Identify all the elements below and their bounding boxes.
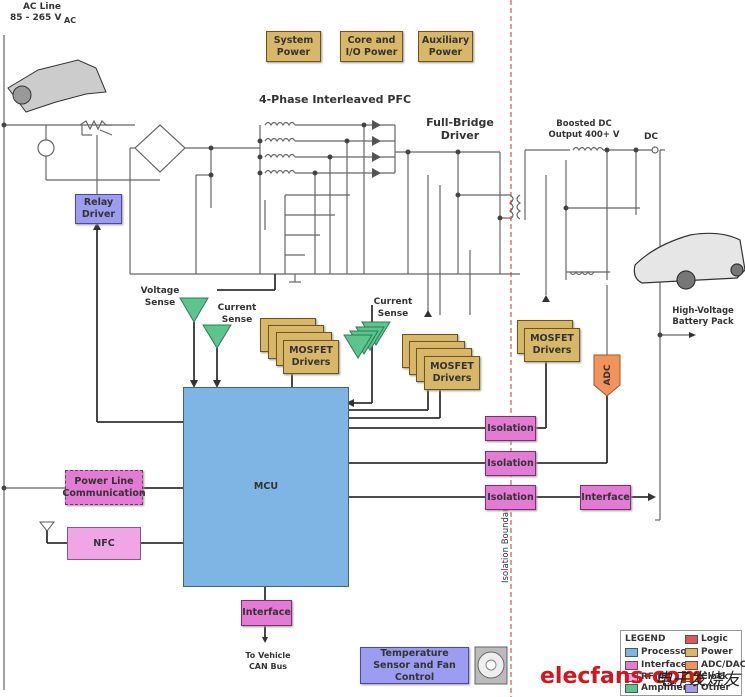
legend-title: LEGEND — [625, 634, 666, 644]
battery-label-1: High-Voltage — [672, 306, 734, 316]
isolation-block-3: Isolation — [485, 485, 536, 510]
current-sense-amplifier — [202, 324, 232, 349]
legend-label: Interface — [641, 660, 688, 670]
legend-label: Amplifier — [641, 683, 688, 693]
system-power-block: System Power — [266, 31, 321, 62]
mosfet-drivers-pfc: MOSFET Drivers — [283, 340, 339, 374]
ac-line-label: AC Line — [23, 2, 61, 12]
legend-item-clock: Clock — [685, 672, 728, 682]
pfc-title: 4-Phase Interleaved PFC — [259, 93, 411, 106]
legend-label: ADC/DAC — [701, 660, 745, 670]
legend: LEGEND Logic Processor Power Interface A… — [620, 630, 745, 696]
electric-car-icon — [633, 232, 745, 290]
ac-subscript: AC — [64, 16, 76, 25]
dc-label: DC — [644, 132, 658, 142]
ac-range-label: 85 - 265 V — [10, 13, 61, 23]
legend-item-other: Other — [685, 683, 730, 693]
current-sense-b-label-2: Sense — [378, 309, 408, 319]
mosfet-drivers-output: MOSFET Drivers — [524, 328, 580, 362]
auxiliary-power-block: Auxiliary Power — [418, 31, 473, 62]
can-bus-label-1: To Vehicle — [245, 651, 291, 660]
interface-block-right: Interface — [580, 485, 631, 510]
watermark-cn: 电子发烧友 — [655, 670, 740, 690]
power-line-communication-block: Power Line Communication — [62, 470, 146, 505]
battery-label-2: Battery Pack — [672, 317, 734, 327]
legend-item-amplifier: Amplifier — [625, 683, 687, 693]
legend-label: Power — [701, 647, 733, 657]
full-bridge-title-1: Full-Bridge — [426, 116, 494, 129]
interface-block-can: Interface — [241, 600, 292, 626]
isolation-block-1: Isolation — [485, 416, 536, 441]
boosted-label-2: Output 400+ V — [549, 130, 620, 140]
core-io-power-block: Core and I/O Power — [340, 31, 403, 62]
boosted-label-1: Boosted DC — [556, 119, 611, 129]
voltage-sense-label-2: Sense — [145, 298, 175, 308]
current-sense-a-label-1: Current — [218, 303, 257, 313]
can-bus-label-2: CAN Bus — [249, 662, 287, 671]
adc-label: ADC — [603, 364, 613, 385]
relay-driver-block: Relay Driver — [75, 194, 122, 224]
legend-item-power: Power — [685, 647, 733, 657]
fan-icon — [474, 646, 508, 685]
legend-item-rf-if: RF/IF — [625, 672, 667, 682]
mosfet-drivers-bridge: MOSFET Drivers — [424, 356, 480, 390]
legend-label: Clock — [701, 672, 729, 682]
legend-item-adc-dac: ADC/DAC — [685, 660, 745, 670]
voltage-sense-label-1: Voltage — [141, 286, 180, 296]
isolation-boundary-label: Isolation Boundary — [501, 503, 511, 583]
legend-item-processor: Processor — [625, 647, 691, 657]
nfc-block: NFC — [67, 527, 141, 560]
voltage-sense-amplifier — [179, 297, 209, 323]
legend-label: Other — [701, 683, 730, 693]
legend-item-interface: Interface — [625, 660, 687, 670]
charging-plug-icon — [7, 59, 107, 113]
temperature-fan-control-block: Temperature Sensor and Fan Control — [360, 647, 469, 684]
watermark-logo: elecfans·com — [540, 664, 704, 689]
antenna-icon — [38, 521, 56, 532]
isolation-block-2: Isolation — [485, 451, 536, 476]
legend-item-logic: Logic — [685, 634, 728, 644]
legend-label: RF/IF — [641, 672, 667, 682]
full-bridge-title-2: Driver — [441, 129, 480, 142]
current-sense-b-label-1: Current — [374, 297, 413, 307]
legend-label: Logic — [701, 634, 728, 644]
current-sense-a-label-2: Sense — [222, 315, 252, 325]
mcu-block: MCU — [183, 387, 349, 587]
legend-label: Processor — [641, 647, 691, 657]
adc-block — [593, 354, 621, 397]
